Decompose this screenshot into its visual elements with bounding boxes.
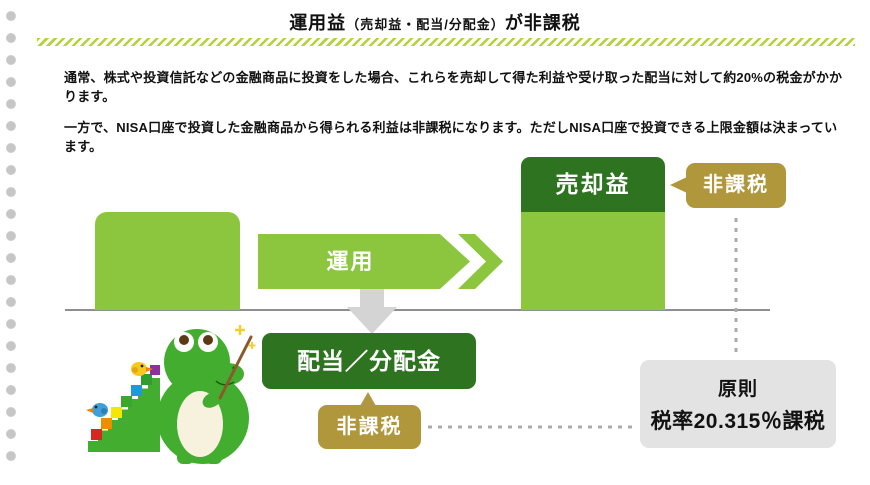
- yellow-bird-icon: [131, 362, 153, 376]
- tax-free-top-bubble: 非課税: [686, 163, 786, 208]
- tax-free-bottom-bubble-tail: [360, 392, 376, 406]
- colored-stair-blocks: [91, 365, 160, 440]
- initial-investment-block: [95, 212, 240, 310]
- mascot-smile: [215, 380, 235, 386]
- paragraph-taxable-explanation: 通常、株式や投資信託などの金融商品に投資をした場合、これらを売却して得た利益や受…: [64, 70, 843, 104]
- mascot-head: [164, 329, 230, 395]
- sparkle-icon: [248, 342, 256, 349]
- page-title: 運用益（売却益・配当/分配金）が非課税: [0, 9, 870, 35]
- block-dark-green: [141, 374, 152, 385]
- operation-band-label: 運用: [326, 249, 375, 274]
- block-red: [91, 429, 102, 440]
- page-title-paren: （売却益・配当/分配金）: [346, 17, 505, 32]
- capital-gain-bar-body: [521, 212, 665, 310]
- binder-holes-decoration: [4, 5, 18, 470]
- tax-rate-label: 税率20.315％課税: [650, 409, 826, 433]
- paragraph-nisa-explanation: 一方で、NISA口座で投資した金融商品から得られる利益は非課税になります。ただし…: [64, 120, 838, 154]
- page-title-main-prefix: 運用益: [289, 13, 347, 33]
- principle-label: 原則: [717, 378, 758, 400]
- block-purple: [150, 365, 160, 375]
- block-yellow: [111, 407, 122, 418]
- mascot-pupil-left: [179, 335, 189, 345]
- block-green: [121, 396, 132, 407]
- operation-band-arrow: [258, 234, 470, 289]
- capital-gain-bar-cap: 売却益: [521, 157, 665, 212]
- striped-divider: [37, 38, 855, 46]
- block-blue: [131, 385, 142, 396]
- tax-free-bottom-bubble: 非課税: [318, 405, 421, 449]
- sparkle-icon: [235, 325, 245, 335]
- principle-tax-rate-box: 原則 税率20.315％課税: [640, 360, 836, 448]
- mascot-pupil-right: [203, 335, 213, 345]
- page-title-main-suffix: が非課税: [504, 13, 581, 33]
- dividend-distribution-box: 配当／分配金: [262, 333, 476, 389]
- blue-bird-icon: [86, 403, 108, 417]
- chevron-stripe-icon: [458, 234, 503, 289]
- tax-free-top-bubble-tail: [670, 177, 687, 193]
- down-arrow-icon: [347, 283, 397, 334]
- crocodile-mascot: [86, 325, 256, 464]
- pointer-stick-icon: [218, 335, 253, 400]
- block-orange: [101, 418, 112, 429]
- mascot-stair-back: [88, 378, 160, 452]
- mascot-arm: [202, 392, 222, 408]
